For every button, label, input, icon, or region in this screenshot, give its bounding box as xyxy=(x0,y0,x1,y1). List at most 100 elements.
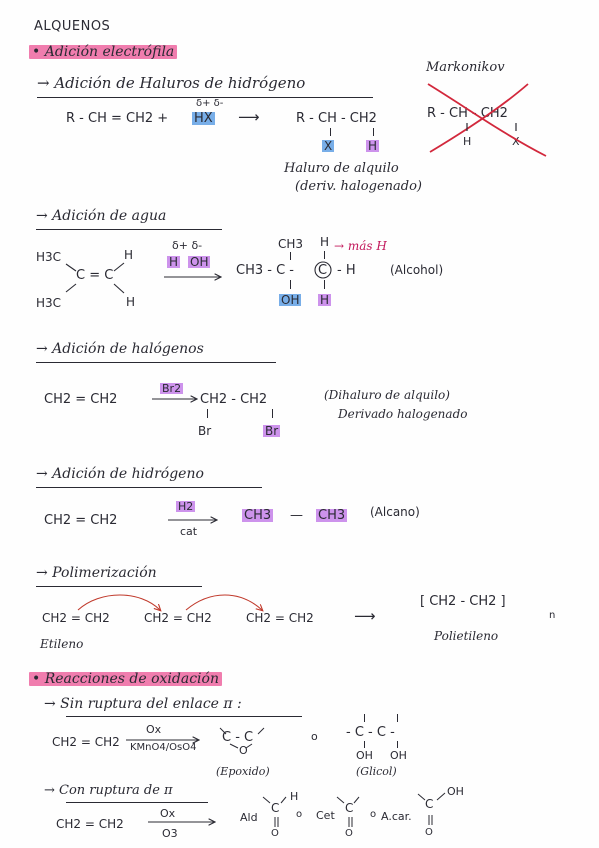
hidrogeno-alcano: (Alcano) xyxy=(370,505,420,519)
con-c2: C xyxy=(345,801,354,815)
poli-polymer: [ CH2 - CH2 ] xyxy=(420,594,506,609)
con-ald: Ald xyxy=(240,811,258,824)
glicol-bond-top2 xyxy=(397,714,399,722)
con-acar: A.car. xyxy=(381,810,412,823)
halogenos-name-sub: Derivado halogenado xyxy=(338,407,468,421)
con-c3: C xyxy=(425,797,434,811)
hx-bond-h xyxy=(373,128,375,136)
poli-arrow: ⟶ xyxy=(354,607,376,625)
agua-h3c-bottom: H3C xyxy=(36,296,62,310)
agua-reagent-oh: OH xyxy=(188,255,211,269)
con-sep2: o xyxy=(370,809,377,820)
halogenos-bond1 xyxy=(207,409,209,418)
sin-oh1: OH xyxy=(356,749,373,762)
hx-name-sub: (deriv. halogenado) xyxy=(295,179,422,194)
markonikov-formula: R - CH - CH2 xyxy=(427,106,508,121)
hidrogeno-dash: — xyxy=(290,508,303,523)
con-reagent: O3 xyxy=(162,827,178,840)
agua-h-prod-top: H xyxy=(320,235,330,249)
agua-bond-top1 xyxy=(290,252,292,260)
halogenos-bond2 xyxy=(272,409,274,418)
sin-separator: o xyxy=(311,730,318,743)
agua-product-end: - H xyxy=(337,263,356,278)
heading-agua: → Adición de agua xyxy=(36,208,167,224)
halogenos-br2: Br xyxy=(263,424,281,438)
sin-glicol: - C - C - xyxy=(346,725,395,740)
heading-hx-underline xyxy=(37,97,373,99)
poli-polietileno: Polietileno xyxy=(434,629,499,643)
halogenos-reagent: Br2 xyxy=(160,382,184,395)
agua-bond-bottom1 xyxy=(290,280,292,289)
hx-charges: δ+ δ- xyxy=(196,98,224,109)
poli-curves xyxy=(77,594,262,610)
halogenos-name: (Dihaluro de alquilo) xyxy=(324,388,450,402)
heading-sin-ruptura: → Sin ruptura del enlace π : xyxy=(44,696,242,712)
con-cet: Cet xyxy=(316,809,335,822)
agua-h-bottom-prod: H xyxy=(318,293,332,307)
heading-sin-underline xyxy=(66,716,302,718)
section-electrofila: • Adición electrófila xyxy=(29,45,178,59)
agua-product-c: C xyxy=(318,263,328,278)
poli-etileno: Etileno xyxy=(40,637,84,651)
agua-product: CH3 - C - xyxy=(236,263,294,278)
con-sep1: o xyxy=(296,809,303,820)
sin-ox: Ox xyxy=(146,723,162,736)
hx-arrow: ⟶ xyxy=(238,108,260,126)
hx-bond-x xyxy=(330,128,332,136)
agua-c-c: C = C xyxy=(76,268,114,283)
con-ox: Ox xyxy=(160,807,176,820)
heading-polimerizacion-underline xyxy=(36,586,202,588)
agua-oh: OH xyxy=(279,293,302,307)
heading-agua-underline xyxy=(36,229,222,231)
heading-con-ruptura: → Con ruptura de π xyxy=(44,783,173,798)
con-o2: O xyxy=(345,828,353,839)
hx-product: R - CH - CH2 xyxy=(296,111,377,126)
heading-halogenos: → Adición de halógenos xyxy=(36,341,204,357)
sin-reagent: KMnO4/OsO4 xyxy=(130,742,197,753)
sin-epoxido: C - C xyxy=(222,730,254,745)
markonikov-label: Markonikov xyxy=(426,60,505,75)
agua-bond-bottom2 xyxy=(324,280,326,289)
agua-alcohol: (Alcohol) xyxy=(390,263,444,277)
con-reactant: CH2 = CH2 xyxy=(56,817,124,831)
hx-reactant: R - CH = CH2 + xyxy=(66,111,169,126)
markonikov-h: H xyxy=(463,135,472,148)
con-o1: O xyxy=(271,828,279,839)
heading-halogenos-underline xyxy=(36,362,276,364)
con-oh3: OH xyxy=(447,785,464,798)
poli-n: n xyxy=(549,610,556,621)
sin-epoxido-o: O xyxy=(239,744,248,757)
hidrogeno-reactant: CH2 = CH2 xyxy=(44,513,118,528)
agua-h-top: H xyxy=(124,248,134,262)
hidrogeno-product1: CH3 xyxy=(242,508,274,523)
agua-reagent-h: H xyxy=(167,255,181,269)
hidrogeno-product2: CH3 xyxy=(316,508,348,523)
hx-product-x: X xyxy=(322,139,335,153)
markonikov-x: X xyxy=(512,135,520,148)
con-c1: C xyxy=(271,801,280,815)
heading-con-underline xyxy=(66,802,208,804)
hidrogeno-reagent: H2 xyxy=(176,500,196,513)
heading-hidrogeno: → Adición de hidrógeno xyxy=(36,466,204,482)
sin-oh2: OH xyxy=(390,749,407,762)
sin-label-glicol: (Glicol) xyxy=(356,765,397,778)
markonikov-cross xyxy=(427,83,547,157)
agua-h-bottom: H xyxy=(126,295,136,309)
hx-name: Haluro de alquilo xyxy=(284,161,399,176)
halogenos-product: CH2 - CH2 xyxy=(200,392,268,407)
agua-mas-h: → más H xyxy=(334,239,387,253)
halogenos-reactant: CH2 = CH2 xyxy=(44,392,118,407)
hx-reagent: HX xyxy=(192,111,215,126)
glicol-bond-bottom1 xyxy=(364,741,366,748)
hidrogeno-cat: cat xyxy=(180,525,198,538)
agua-h3c-top: H3C xyxy=(36,250,62,264)
agua-ch3-top: CH3 xyxy=(278,237,304,251)
section-oxidacion: • Reacciones de oxidación xyxy=(29,672,222,686)
poli-monomer1: CH2 = CH2 xyxy=(42,611,110,625)
agua-bond-top2 xyxy=(324,251,326,259)
poli-monomer2: CH2 = CH2 xyxy=(144,611,212,625)
agua-charges: δ+ δ- xyxy=(172,239,203,252)
heading-polimerizacion: → Polimerización xyxy=(36,565,157,581)
